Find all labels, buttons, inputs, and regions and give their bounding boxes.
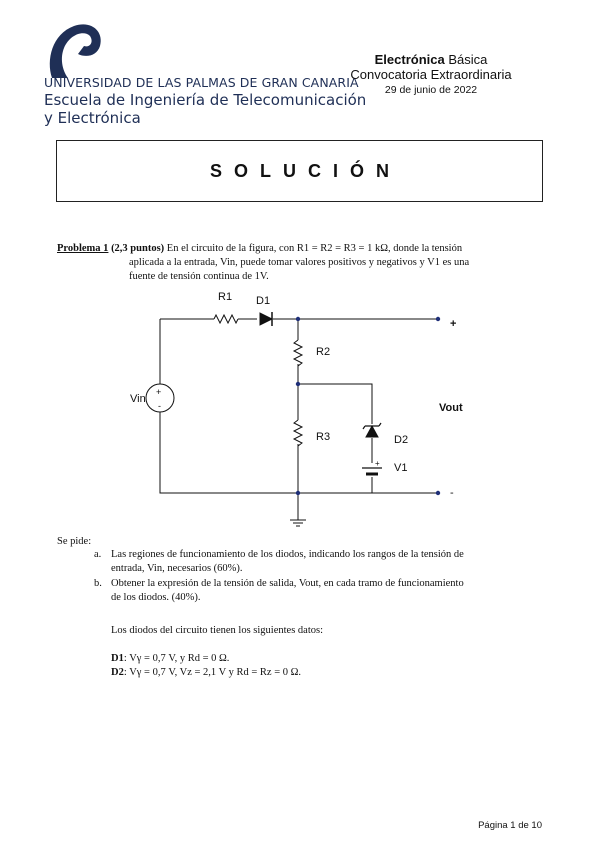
label-r1: R1 xyxy=(218,291,232,303)
diode-d2-data: D2: Vγ = 0,7 V, Vz = 2,1 V y Rd = Rz = 0… xyxy=(111,666,301,680)
item-a-line2: entrada, Vin, necesarios (60%). xyxy=(111,563,243,574)
diode-d1-label: D1 xyxy=(111,653,124,664)
resistor-r2 xyxy=(292,339,304,367)
problem-points: (2,3 puntos) xyxy=(108,243,165,254)
university-logo xyxy=(49,24,101,78)
problem-statement-line2: aplicada a la entrada, Vin, puede tomar … xyxy=(129,257,470,268)
school-name-line2: y Electrónica xyxy=(44,109,141,127)
problem-label: Problema 1 xyxy=(57,243,109,254)
exam-session: Convocatoria Extraordinaria xyxy=(350,67,512,82)
diode-data-intro: Los diodos del circuito tienen los sigui… xyxy=(111,625,324,636)
problem-statement-line1: Problema 1 (2,3 puntos) En el circuito d… xyxy=(57,242,462,256)
item-b-marker: b. xyxy=(94,578,102,589)
wire-left xyxy=(159,319,298,494)
problem-statement-line3: fuente de tensión continua de 1V. xyxy=(129,271,269,282)
item-b-line2: de los diodos. (40%). xyxy=(111,592,201,603)
item-a-line1: Las regiones de funcionamiento de los di… xyxy=(111,549,464,560)
label-vout: Vout xyxy=(439,402,463,414)
course-title: Electrónica Básica xyxy=(321,52,541,67)
questions-intro: Se pide: xyxy=(57,536,92,547)
circuit-diagram: R1 D1 R2 R3 D2 V1 Vin Vout + - + - + xyxy=(130,291,463,527)
diode-d1-data: D1: Vγ = 0,7 V, y Rd = 0 Ω. xyxy=(111,652,229,666)
label-r3: R3 xyxy=(316,431,330,443)
label-d1: D1 xyxy=(256,295,270,307)
course-title-bold: Electrónica xyxy=(374,52,445,67)
label-source-minus: - xyxy=(158,401,161,411)
diode-d1 xyxy=(259,312,274,326)
zener-diode-d2 xyxy=(365,424,379,438)
diode-d2-label: D2 xyxy=(111,667,124,678)
resistor-r3 xyxy=(292,419,304,447)
diode-d2-values: : Vγ = 0,7 V, Vz = 2,1 V y Rd = Rz = 0 Ω… xyxy=(123,667,302,678)
exam-date: 29 de junio de 2022 xyxy=(384,84,478,96)
label-output-plus: + xyxy=(450,318,456,330)
label-r2: R2 xyxy=(316,346,330,358)
course-title-rest: Básica xyxy=(444,52,488,67)
solution-title-box: SOLUCIÓN xyxy=(56,140,543,202)
label-v1: V1 xyxy=(394,462,407,474)
diode-d1-values: : Vγ = 0,7 V, y Rd = 0 Ω. xyxy=(123,653,230,664)
page-number: Página 1 de 10 xyxy=(478,820,542,831)
label-battery-plus: + xyxy=(375,459,380,468)
resistor-r1 xyxy=(213,313,239,325)
item-a-marker: a. xyxy=(94,549,102,560)
label-source-plus: + xyxy=(156,387,161,397)
item-b-line1: Obtener la expresión de la tensión de sa… xyxy=(111,578,464,589)
page-title: SOLUCIÓN xyxy=(209,160,401,181)
problem-text-1: En el circuito de la figura, con R1 = R2… xyxy=(166,243,463,254)
label-output-minus: - xyxy=(450,487,454,499)
label-vin: Vin xyxy=(130,393,146,405)
school-name-line1: Escuela de Ingeniería de Telecomunicació… xyxy=(44,91,367,109)
wire-d2-branch xyxy=(298,383,373,493)
label-d2: D2 xyxy=(394,434,408,446)
ground-symbol xyxy=(290,519,306,527)
voltage-source-vin xyxy=(145,383,175,413)
university-name: UNIVERSIDAD DE LAS PALMAS DE GRAN CANARI… xyxy=(44,75,359,90)
